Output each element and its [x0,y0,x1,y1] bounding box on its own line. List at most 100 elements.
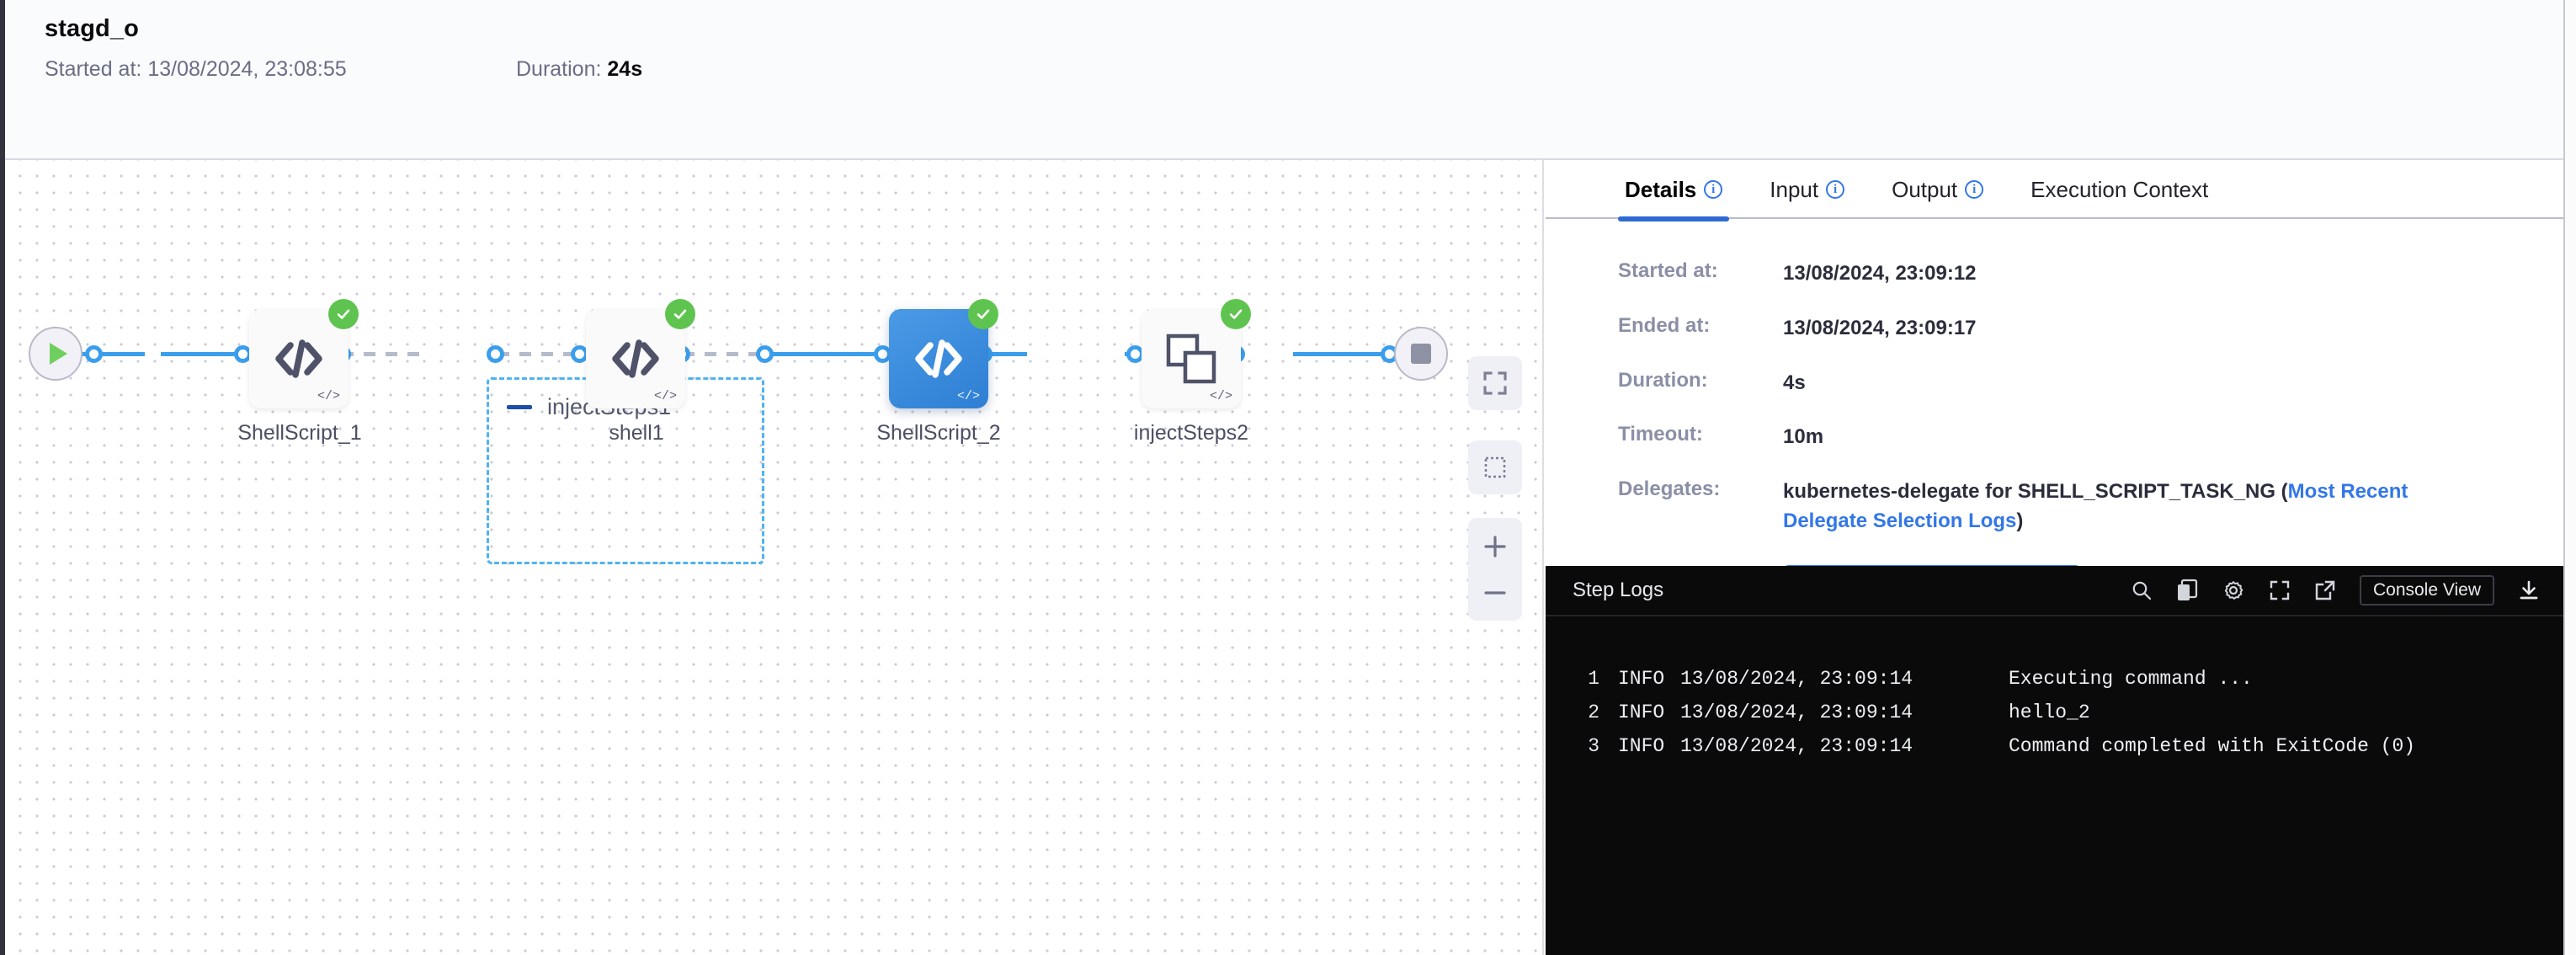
port-group-out[interactable] [756,345,774,363]
status-badge-success [328,299,359,329]
log-timestamp: 13/08/2024, 23:09:14 [1680,702,1913,723]
copy-layers-icon [1166,333,1216,384]
tab-input-label: Input [1770,176,1819,202]
step-logs-actions: Console View [2131,575,2540,606]
status-badge-success [665,299,695,329]
code-badge-icon: </> [653,389,677,403]
detail-row-started-at: Started at: 13/08/2024, 23:09:12 [1618,259,2563,289]
check-icon [977,309,990,319]
log-output[interactable]: 1 INFO 13/08/2024, 23:09:14 Executing co… [1546,615,2563,763]
detail-label: Ended at: [1618,313,1711,337]
tab-details[interactable]: Details i [1618,160,1730,221]
duration-value: 24s [607,57,643,81]
details-content: Started at: 13/08/2024, 23:09:12 Ended a… [1546,219,2563,606]
delegates-text: kubernetes-delegate for SHELL_SCRIPT_TAS… [1783,480,2288,504]
detail-label: Started at: [1618,259,1718,282]
edge-shellscript1-in [161,352,243,356]
check-icon [673,309,687,319]
open-external-icon[interactable] [2314,579,2336,601]
edge-group-in-dashed [342,352,428,356]
tab-input[interactable]: Input i [1763,160,1851,219]
zoom-in-button[interactable] [1468,523,1522,569]
page-scrollbar[interactable] [2563,0,2576,955]
detail-row-duration: Duration: 4s [1618,369,2563,398]
port-group-in[interactable] [487,345,504,363]
download-icon[interactable] [2518,579,2540,601]
tab-execution-context[interactable]: Execution Context [2024,160,2215,219]
status-badge-success [1221,299,1251,329]
detail-value: 4s [1783,371,1806,394]
tab-output-label: Output [1892,176,1958,202]
edge-shell1-out-dashed [683,352,764,356]
node-label-shellscript-2: ShellScript_2 [876,421,1001,445]
delegate-selection-logs-link[interactable]: Most Recent Delegate Selection Logs [1783,480,2408,532]
tab-output[interactable]: Output i [1885,160,1990,219]
status-badge-success [968,299,998,329]
edge-group-out [764,352,882,356]
copy-icon[interactable] [2176,579,2198,602]
log-message: Command completed with ExitCode (0) [2009,735,2416,757]
delegates-tail: ) [2016,509,2024,532]
step-logs-header: Step Logs [1546,566,2563,615]
tab-execution-context-label: Execution Context [2030,176,2209,202]
search-icon[interactable] [2131,579,2153,601]
node-label-injectsteps2: injectSteps2 [1133,421,1249,445]
gear-icon[interactable] [2222,579,2245,602]
tab-details-label: Details [1625,176,1697,202]
detail-label: Duration: [1618,368,1708,392]
pipeline-canvas[interactable]: injectSteps1 [5,160,1544,955]
log-line: 1 INFO 13/08/2024, 23:09:14 Executing co… [1546,662,2563,696]
log-timestamp: 13/08/2024, 23:09:14 [1680,668,1913,690]
node-shell1[interactable]: </> [586,299,695,408]
detail-value: 13/08/2024, 23:09:12 [1783,262,1977,285]
minus-icon [1484,590,1506,595]
stage-header: stagd_o Started at: 13/08/2024, 23:08:55… [5,0,2563,160]
step-logs-panel: Step Logs [1546,566,2563,955]
end-node[interactable] [1394,327,1448,381]
detail-row-delegates: Delegates: kubernetes-delegate for SHELL… [1618,478,2563,536]
log-timestamp: 13/08/2024, 23:09:14 [1680,735,1913,757]
started-at-value: 13/08/2024, 23:08:55 [147,57,347,81]
check-icon [1229,309,1243,319]
log-message: hello_2 [2009,702,2090,723]
zoom-out-button[interactable] [1468,569,1522,616]
page-title: stagd_o [45,15,139,42]
fit-screen-icon [1483,371,1507,395]
log-line-number: 3 [1588,735,1599,757]
log-line-number: 2 [1588,702,1599,723]
detail-label: Delegates: [1618,478,1721,501]
start-node[interactable] [29,327,82,381]
fit-to-screen-button[interactable] [1468,356,1522,410]
edge-shell1-in-dashed [498,352,582,356]
detail-value: 10m [1783,425,1824,449]
code-icon [612,339,659,378]
console-view-button[interactable]: Console View [2359,575,2494,606]
code-badge-icon: </> [317,389,340,403]
plus-icon [1484,535,1506,558]
info-icon[interactable]: i [1826,180,1845,199]
log-message: Executing command ... [2009,668,2253,690]
detail-value: 13/08/2024, 23:09:17 [1783,316,1977,339]
fullscreen-icon[interactable] [2269,579,2291,601]
log-level: INFO [1618,702,1665,723]
log-level: INFO [1618,735,1665,757]
duration-label: Duration: [516,57,602,81]
detail-row-timeout: Timeout: 10m [1618,423,2563,452]
log-line: 2 INFO 13/08/2024, 23:09:14 hello_2 [1546,696,2563,729]
info-icon[interactable]: i [1965,180,1984,199]
log-line: 3 INFO 13/08/2024, 23:09:14 Command comp… [1546,729,2563,763]
area-select-button[interactable] [1468,440,1522,494]
info-icon[interactable]: i [1704,180,1723,199]
code-badge-icon: </> [1209,389,1232,403]
minus-icon[interactable] [507,405,532,409]
node-shellscript-2[interactable]: </> [889,299,998,408]
header-meta: Started at: 13/08/2024, 23:08:55 Duratio… [45,57,642,82]
node-shellscript-1[interactable]: </> [249,299,359,408]
port-start-out[interactable] [85,345,103,363]
started-at-meta: Started at: 13/08/2024, 23:08:55 [45,57,516,82]
node-injectsteps2[interactable]: </> [1142,299,1251,408]
duration-meta: Duration: 24s [516,57,642,82]
step-logs-title: Step Logs [1573,579,1664,601]
started-at-label: Started at: [45,57,142,81]
